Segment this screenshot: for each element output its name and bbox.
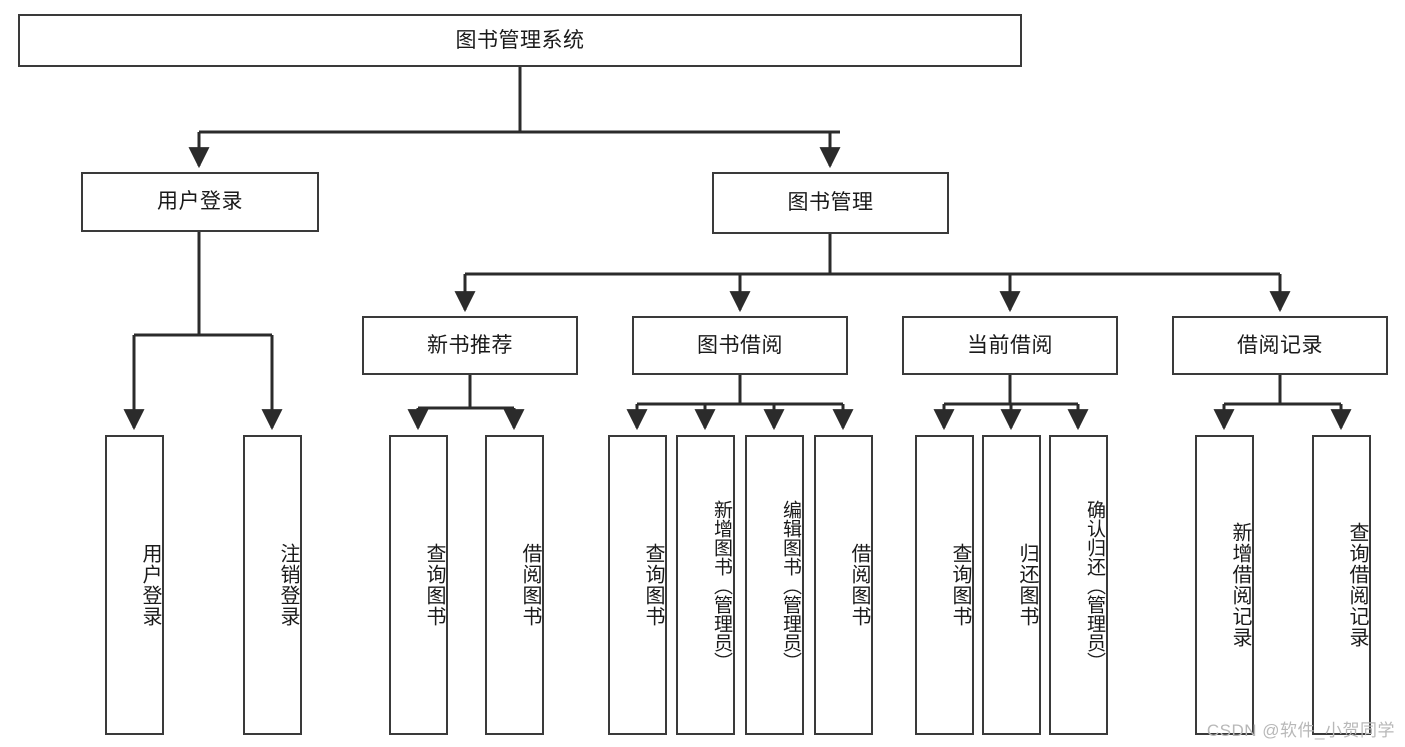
leaf-new-book-borrow-book[interactable]: 借阅图书 [485, 435, 544, 735]
leaf-book-borrow-add-book-admin[interactable]: 新增图书（管理员） [676, 435, 735, 735]
leaf-borrow-record-add-record[interactable]: 新增借阅记录 [1195, 435, 1254, 735]
node-root-book-management-system[interactable]: 图书管理系统 [18, 14, 1022, 67]
node-book-management[interactable]: 图书管理 [712, 172, 949, 234]
leaf-book-borrow-edit-book-admin[interactable]: 编辑图书（管理员） [745, 435, 804, 735]
leaf-borrow-record-query-record[interactable]: 查询借阅记录 [1312, 435, 1371, 735]
node-user-login[interactable]: 用户登录 [81, 172, 319, 232]
leaf-new-book-query-book[interactable]: 查询图书 [389, 435, 448, 735]
leaf-user-login-login[interactable]: 用户登录 [105, 435, 164, 735]
leaf-book-borrow-borrow-book[interactable]: 借阅图书 [814, 435, 873, 735]
leaf-current-borrow-confirm-return-admin[interactable]: 确认归还（管理员） [1049, 435, 1108, 735]
node-book-borrowing[interactable]: 图书借阅 [632, 316, 848, 375]
node-borrowing-record[interactable]: 借阅记录 [1172, 316, 1388, 375]
leaf-current-borrow-return-book[interactable]: 归还图书 [982, 435, 1041, 735]
node-current-borrowing[interactable]: 当前借阅 [902, 316, 1118, 375]
node-new-book-recommendation[interactable]: 新书推荐 [362, 316, 578, 375]
leaf-current-borrow-query-book[interactable]: 查询图书 [915, 435, 974, 735]
leaf-user-login-logout[interactable]: 注销登录 [243, 435, 302, 735]
leaf-book-borrow-query-book[interactable]: 查询图书 [608, 435, 667, 735]
